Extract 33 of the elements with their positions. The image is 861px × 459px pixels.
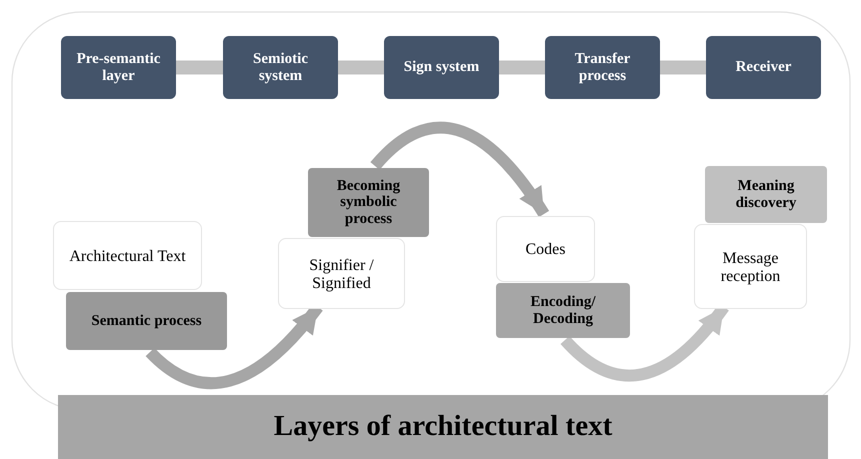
block-arrow xyxy=(176,60,223,74)
node-text: Semiotic system xyxy=(252,51,309,84)
block-arrow xyxy=(499,60,545,74)
node-text: Message reception xyxy=(720,250,782,286)
node-text: Encoding/ Decoding xyxy=(529,294,597,327)
content-box xyxy=(694,224,807,309)
block-arrow xyxy=(660,60,706,74)
title-text: Layers of architectural text xyxy=(274,411,612,443)
node-text: Semantic process xyxy=(91,312,202,330)
process-label-box xyxy=(705,166,827,223)
content-box xyxy=(496,216,595,282)
process-box xyxy=(61,36,176,99)
process-box xyxy=(384,36,499,99)
curved-arrow xyxy=(370,122,549,218)
node-text: Transfer process xyxy=(574,51,632,84)
block-arrow xyxy=(338,60,384,74)
content-box xyxy=(278,238,405,309)
process-box xyxy=(223,36,338,99)
process-box xyxy=(545,36,660,99)
content-box xyxy=(53,221,202,290)
process-label-box xyxy=(66,292,227,350)
process-box xyxy=(706,36,821,99)
node-text: Codes xyxy=(526,241,566,259)
title-band xyxy=(58,395,828,459)
node-text: Receiver xyxy=(736,59,792,76)
node-text: Pre-semantic layer xyxy=(76,51,162,84)
node-text: Signifier / Signified xyxy=(308,256,375,292)
node-text: Sign system xyxy=(404,59,480,76)
process-label-box xyxy=(308,168,429,237)
process-label-box xyxy=(496,283,630,338)
node-text: Architectural Text xyxy=(69,248,186,266)
node-text: Becoming symbolic process xyxy=(336,178,402,228)
node-text: Meaning discovery xyxy=(734,178,798,211)
